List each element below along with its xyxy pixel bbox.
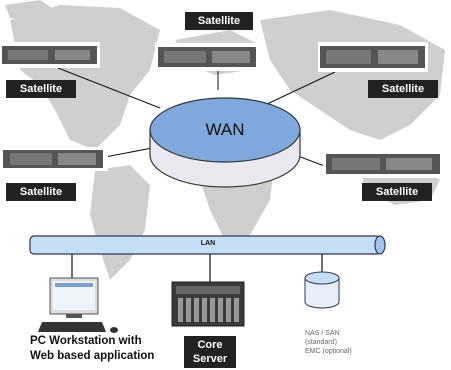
nas-storage-icon (304, 271, 340, 309)
satellite-label-mid-left: Satellite (6, 183, 76, 201)
core-caption-line2: Server (192, 353, 228, 365)
core-server-icon (171, 281, 245, 327)
wan-cloud (149, 97, 301, 188)
pc-workstation-icon (38, 277, 118, 333)
satellite-label-mid-right: Satellite (362, 183, 432, 201)
satellite-server-mid-left (0, 147, 108, 171)
satellite-server-right (318, 42, 428, 72)
satellite-server-top (155, 43, 260, 71)
satellite-server-left (0, 42, 100, 68)
pc-workstation-caption: PC Workstation with Web based applicatio… (30, 334, 170, 364)
satellite-label-right: Satellite (368, 80, 438, 98)
core-caption-line1: Core (197, 339, 223, 351)
satellite-label-left: Satellite (6, 80, 76, 98)
lan-pipe (29, 235, 386, 255)
nas-caption-line3: EMC (optional) (305, 348, 352, 355)
core-server-caption: Core Server (184, 336, 236, 368)
pc-caption-line1: PC Workstation with (30, 335, 142, 347)
satellite-label-top: Satellite (185, 12, 253, 30)
wan-label: WAN (205, 120, 245, 139)
satellite-server-mid-right (323, 150, 443, 178)
nas-caption-line2: (standard) (305, 339, 337, 346)
pc-caption-line2: Web based application (30, 350, 155, 362)
nas-caption-line1: NAS / SAN (305, 330, 340, 337)
lan-label: LAN (200, 240, 216, 247)
nas-caption: NAS / SAN (standard) EMC (optional) (305, 329, 395, 356)
